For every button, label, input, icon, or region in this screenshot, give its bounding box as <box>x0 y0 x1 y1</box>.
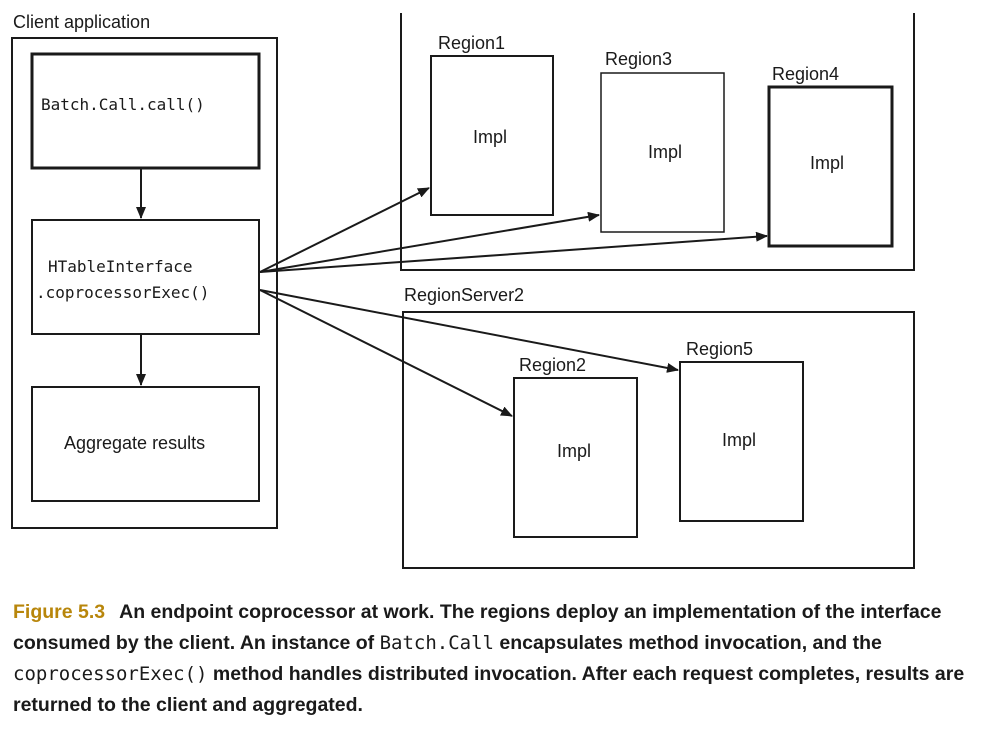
caption-text-2: encapsulates method invocation, and the <box>493 632 882 654</box>
batch-call-label: Batch.Call.call() <box>41 95 205 114</box>
arrow-to-region2 <box>259 289 513 417</box>
arrow-to-region5 <box>259 289 679 373</box>
region5-title: Region5 <box>686 339 753 359</box>
region1-box <box>430 55 554 216</box>
regionserver2-box <box>402 311 915 569</box>
caption-code-coprocessor-exec: coprocessorExec() <box>13 663 208 685</box>
region2-title: Region2 <box>519 355 586 375</box>
htable-interface-box <box>31 219 260 335</box>
arrow-to-region4 <box>259 231 768 273</box>
region2-box <box>513 377 638 538</box>
regionserver1-box <box>400 13 915 271</box>
region1-impl: Impl <box>473 127 507 147</box>
region2-impl: Impl <box>557 441 591 461</box>
caption-code-batch-call: Batch.Call <box>379 632 494 654</box>
coprocessor-exec-label: .coprocessorExec() <box>36 283 209 302</box>
arrow-to-region1 <box>259 187 430 273</box>
htable-interface-label: HTableInterface <box>48 257 193 276</box>
region5-box <box>679 361 804 522</box>
region1-title: Region1 <box>438 33 505 53</box>
region3-impl: Impl <box>648 142 682 162</box>
regionserver2-title: RegionServer2 <box>404 285 524 305</box>
region4-box <box>767 85 894 248</box>
region4-impl: Impl <box>810 153 844 173</box>
batch-call-box <box>30 52 261 170</box>
aggregate-results-box <box>31 386 260 502</box>
region3-title: Region3 <box>605 49 672 69</box>
region5-impl: Impl <box>722 430 756 450</box>
caption-text-1: An endpoint coprocessor at work. The reg… <box>13 601 942 654</box>
region4-title: Region4 <box>772 64 839 84</box>
client-application-title: Client application <box>13 12 150 32</box>
arrow-to-region3 <box>259 211 600 273</box>
figure-label: Figure 5.3 <box>13 601 106 623</box>
region3-box <box>600 72 725 233</box>
aggregate-results-label: Aggregate results <box>64 433 205 453</box>
coprocessor-diagram: Client application Batch.Call.call() HTa… <box>11 12 915 569</box>
caption-text-3: method handles distributed invocation. A… <box>13 663 965 716</box>
